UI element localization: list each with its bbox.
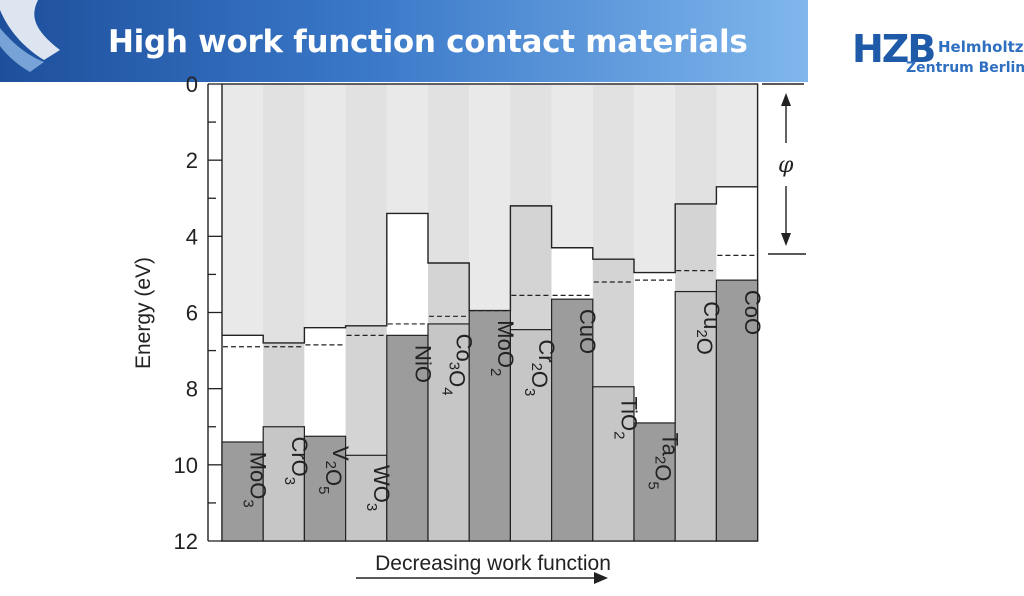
material-label: Cr2O3: [521, 339, 559, 396]
y-axis-label: Energy (eV): [132, 257, 155, 369]
x-arrowhead: [594, 572, 608, 584]
conduction-band-bar: [634, 84, 676, 273]
conduction-band-bar: [510, 84, 552, 206]
material-label: V2O5: [315, 446, 353, 495]
conduction-band-bar: [675, 84, 717, 204]
logo-mark: HZB: [852, 27, 936, 71]
y-tick-label: 8: [186, 377, 198, 402]
valence-band-bar: [633, 422, 676, 542]
conduction-band-bar: [716, 84, 758, 187]
conduction-band-bar: [345, 84, 387, 326]
phi-label: φ: [778, 153, 794, 178]
valence-band-bar: [592, 386, 635, 542]
valence-band-bar: [221, 441, 264, 542]
conduction-band-bar: [551, 84, 593, 248]
phi-arrowhead-down: [781, 233, 791, 246]
conduction-band-bar: [592, 84, 634, 260]
x-axis-label-group: Decreasing work function: [356, 552, 611, 584]
banner-swoosh-decoration: [0, 0, 60, 72]
valence-band-bar: [303, 435, 347, 542]
logo-line-1: Helmholtz: [938, 38, 1024, 56]
valence-band-bar: [509, 329, 553, 542]
y-tick-label: 2: [186, 148, 198, 173]
valence-band-bar: [715, 279, 759, 542]
material-label: Ta2O5: [645, 433, 683, 490]
material-label: NiO: [410, 345, 435, 383]
material-label: Co3O4: [439, 334, 477, 396]
slide-title: High work function contact materials: [108, 24, 748, 60]
material-label: CrO3: [281, 436, 312, 485]
y-tick-label: 12: [174, 529, 198, 554]
valence-band-bar: [262, 426, 306, 542]
y-tick-label: 6: [186, 301, 198, 326]
logo-line-2: Zentrum Berlin: [906, 60, 1024, 76]
material-label: WO3: [363, 465, 394, 511]
phi-arrowhead-up: [781, 93, 791, 106]
title-banner: High work function contact materials: [0, 0, 808, 82]
valence-band-bar: [468, 309, 512, 542]
y-tick-label: 0: [186, 72, 198, 97]
conduction-band-bar: [304, 84, 346, 328]
y-tick-label: 4: [186, 224, 198, 249]
valence-band-bars: [221, 279, 759, 542]
valence-band-bar: [386, 334, 429, 542]
valence-band-bar: [674, 290, 718, 542]
material-label: CoO: [740, 290, 765, 335]
x-axis-label: Decreasing work function: [375, 552, 611, 575]
phi-annotation: φ: [762, 83, 806, 255]
work-function-dashes: [223, 254, 757, 348]
y-tick-label: 10: [174, 453, 198, 478]
material-label: MoO2: [487, 320, 518, 376]
conduction-band-bar: [469, 84, 511, 311]
conduction-band-bar: [386, 84, 428, 214]
conduction-band-region: [221, 83, 759, 542]
material-label: MoO3: [240, 452, 271, 508]
material-label: Cu2O: [692, 301, 724, 355]
conduction-band-bar: [222, 84, 264, 336]
y-axis: 0 2 4 6 8 10 12: [174, 72, 222, 554]
conduction-band-bar: [263, 84, 305, 343]
material-label: CuO: [575, 309, 600, 354]
conduction-band-bar: [428, 84, 470, 263]
hzb-logo: HZB Helmholtz Zentrum Berlin: [852, 27, 1024, 90]
material-label: TiO2: [610, 396, 641, 439]
